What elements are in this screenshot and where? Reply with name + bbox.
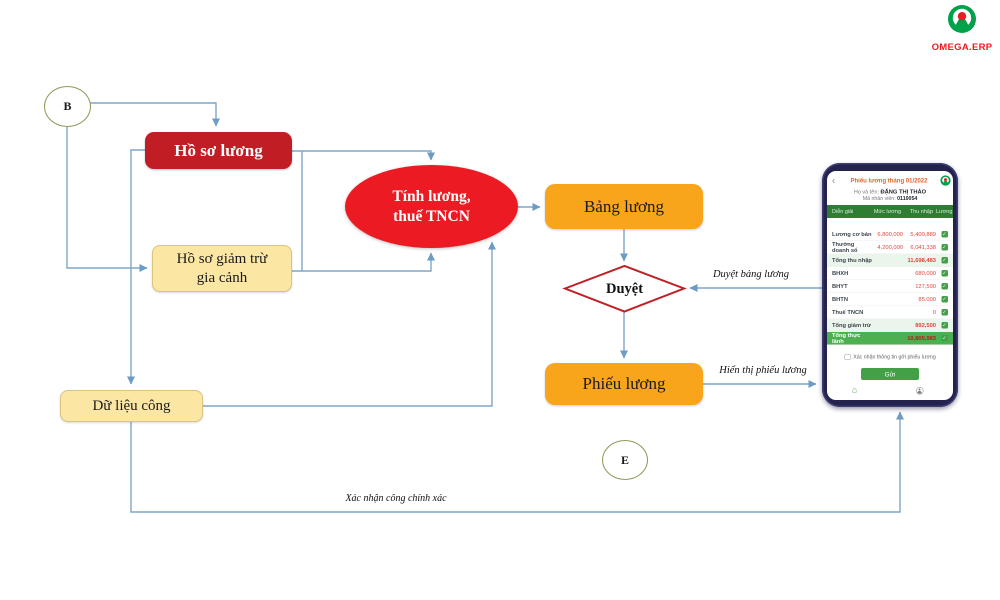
back-icon[interactable]: ‹	[831, 175, 836, 186]
confirm-checkbox[interactable]	[844, 354, 851, 360]
row-checkbox[interactable]: ✓	[941, 283, 948, 290]
row-label: Tổng giảm trừ	[832, 322, 871, 329]
table-row-tong-thuc-lanh: Tổng thực lãnh 10,805,983 ✓	[827, 332, 953, 345]
table-row: BHXH 680,000 ✓	[827, 267, 953, 280]
row-label: BHTN	[832, 296, 848, 303]
node-phieu-luong: Phiếu lương	[545, 363, 703, 405]
employee-id-label: Mã nhân viên:	[862, 195, 896, 202]
profile-icon[interactable]	[916, 387, 924, 395]
table-row-tong-giam-tru: Tổng giảm trừ 892,500 ✓	[827, 319, 953, 332]
phone-mockup: ‹ Phiếu lương tháng 01/2022 Họ và tên:	[822, 163, 958, 407]
col-muc-luong: Mức lương	[873, 208, 901, 215]
end-node-label: E	[620, 452, 629, 467]
edge-giamtru-to-tinhluong	[292, 252, 435, 272]
row-checkbox[interactable]: ✓	[941, 322, 948, 329]
employee-label: Họ và tên:	[853, 189, 879, 195]
edge-hosoluong-to-tinhluong	[292, 150, 435, 161]
table-row: Thưởng doanh số 4,200,000 6,041,338 ✓	[827, 241, 953, 254]
row-label: Lương cơ bản	[832, 231, 872, 238]
row-thu-nhap: 0	[932, 309, 936, 316]
col-dien-giai: Diễn giải	[832, 208, 854, 215]
start-node-b: B	[44, 86, 91, 127]
row-thu-nhap: 10,805,983	[907, 335, 936, 342]
node-duyet-label: Duyệt	[605, 280, 644, 297]
row-checkbox[interactable]: ✓	[941, 309, 948, 316]
table-row: BHTN 85,000 ✓	[827, 293, 953, 306]
table-row: Lương cơ bản 6,800,000 5,400,889 ✓	[827, 228, 953, 241]
row-thu-nhap: 892,500	[915, 322, 936, 329]
edge-label-xac-nhan-cong: Xác nhận công chính xác	[345, 493, 447, 504]
row-label: BHXH	[832, 270, 849, 277]
node-tinh-luong-line1: Tính lương,	[392, 188, 471, 206]
row-thu-nhap: 85,000	[918, 296, 936, 303]
payslip-header: ‹ Phiếu lương tháng 01/2022	[827, 173, 953, 188]
edge-hosoluong-to-dulieucong	[127, 149, 145, 385]
payslip-title: Phiếu lương tháng 01/2022	[850, 177, 928, 184]
edge-b-to-giamtru	[66, 127, 148, 272]
edge-dulieucong-to-tinhluong	[203, 241, 496, 407]
app-logo-icon	[938, 175, 953, 186]
row-label: BHYT	[832, 283, 848, 290]
row-label: Thưởng doanh số	[832, 241, 858, 254]
payslip-rows: Lương cơ bản 6,800,000 5,400,889 ✓ Thưởn…	[827, 228, 953, 345]
employee-id: 0110054	[897, 195, 918, 202]
brand-name: OMEGA.ERP	[931, 42, 993, 53]
send-button[interactable]: Gửi	[861, 368, 919, 380]
edge-b-to-hosoluong	[90, 102, 220, 127]
row-checkbox[interactable]: ✓	[941, 231, 948, 238]
col-thu-nhap: Thu nhập	[909, 208, 933, 215]
row-checkbox[interactable]: ✓	[941, 335, 948, 342]
node-ho-so-giam-tru-line1: Hồ sơ giảm trừ	[176, 250, 268, 267]
row-checkbox[interactable]: ✓	[941, 270, 948, 277]
row-label: Tổng thực lãnh	[832, 332, 861, 345]
node-ho-so-giam-tru-line2: gia cảnh	[196, 269, 248, 286]
node-duyet: Duyệt	[565, 266, 684, 312]
node-tinh-luong: Tính lương, thuế TNCN	[345, 165, 518, 248]
row-checkbox[interactable]: ✓	[941, 257, 948, 264]
node-bang-luong: Bảng lương	[545, 184, 703, 229]
employee-info: Họ và tên: ĐẶNG THỊ THẢO Mã nhân viên: 0…	[827, 189, 953, 202]
start-node-label: B	[63, 99, 72, 113]
node-du-lieu-cong: Dữ liệu công	[60, 390, 203, 422]
row-muc-luong: 6,800,000	[877, 231, 903, 238]
home-icon[interactable]: ⌂	[852, 385, 858, 395]
end-node-e: E	[602, 440, 648, 480]
row-label: Thuế TNCN	[832, 309, 864, 316]
edge-label-hien-thi-phieu-luong: Hiển thị phiếu lương	[719, 365, 807, 376]
col-luong-d: Lương đ	[935, 208, 953, 215]
edge-dulieucong-to-phone	[130, 411, 904, 513]
row-muc-luong: 4,200,000	[877, 244, 903, 251]
row-thu-nhap: 5,400,889	[910, 231, 936, 238]
row-checkbox[interactable]: ✓	[941, 296, 948, 303]
edge-label-duyet-bang-luong: Duyệt bảng lương	[712, 269, 790, 280]
table-row: BHYT 127,500 ✓	[827, 280, 953, 293]
row-thu-nhap: 6,041,338	[910, 244, 936, 251]
table-row-tong-thu-nhap: Tổng thu nhập 11,698,483 ✓	[827, 254, 953, 267]
decision-diamond	[562, 264, 687, 313]
node-ho-so-luong: Hồ sơ lương	[145, 132, 292, 169]
node-bang-luong-label: Bảng lương	[583, 196, 665, 216]
phone-screen: ‹ Phiếu lương tháng 01/2022 Họ và tên:	[827, 171, 953, 400]
node-ho-so-giam-tru: Hồ sơ giảm trừ gia cảnh	[152, 245, 292, 292]
row-thu-nhap: 680,000	[915, 270, 936, 277]
payslip-table-header: Diễn giải Mức lương Thu nhập Lương đ	[827, 205, 953, 218]
node-du-lieu-cong-label: Dữ liệu công	[92, 397, 171, 414]
omega-logo-icon	[948, 5, 976, 33]
confirm-row: Xác nhận thông tin gởi phiếu lương	[827, 354, 953, 360]
row-thu-nhap: 11,698,483	[907, 257, 936, 264]
row-thu-nhap: 127,500	[915, 283, 936, 290]
bottom-nav: ⌂	[827, 385, 953, 398]
brand-logo: OMEGA.ERP	[928, 4, 996, 53]
node-tinh-luong-line2: thuế TNCN	[393, 207, 470, 225]
table-row: Thuế TNCN 0 ✓	[827, 306, 953, 319]
node-phieu-luong-label: Phiếu lương	[582, 374, 666, 393]
confirm-text: Xác nhận thông tin gởi phiếu lương	[853, 354, 936, 360]
row-label: Tổng thu nhập	[832, 257, 872, 264]
node-ho-so-luong-label: Hồ sơ lương	[174, 140, 263, 160]
row-checkbox[interactable]: ✓	[941, 244, 948, 251]
employee-name: ĐẶNG THỊ THẢO	[880, 189, 927, 195]
